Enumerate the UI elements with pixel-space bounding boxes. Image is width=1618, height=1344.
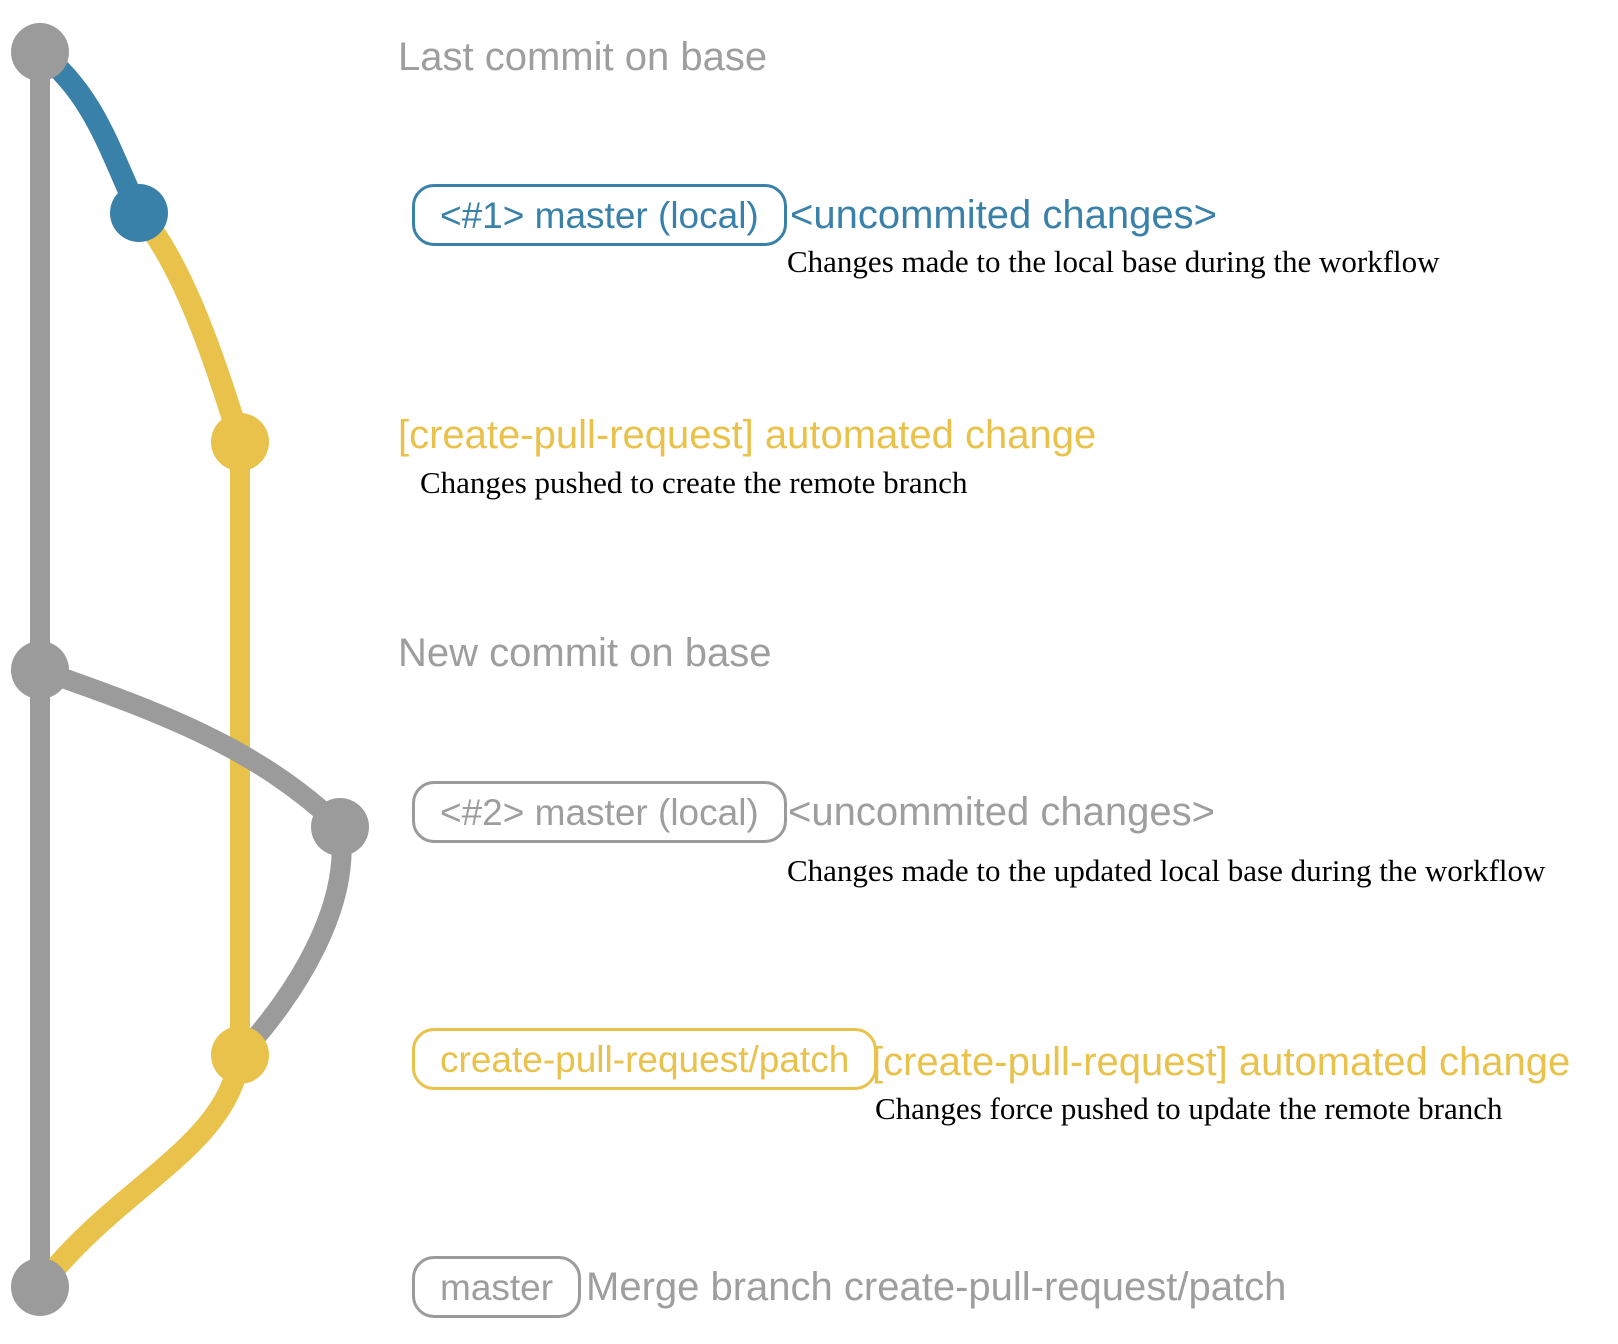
heading-automated-change-1: [create-pull-request] automated change — [398, 413, 1097, 457]
patch-branch-merge-curve — [29, 1044, 251, 1298]
commit-node-uncommited-changes-2 — [311, 798, 369, 856]
desc-automated-change-1: Changes pushed to create the remote bran… — [420, 465, 968, 500]
commit-node-new-commit-on-base — [11, 641, 69, 699]
heading-automated-change-2: [create-pull-request] automated change — [872, 1040, 1571, 1084]
desc-uncommited-changes-2: Changes made to the updated local base d… — [787, 853, 1546, 888]
badge-master-local-2: <#2> master (local) — [412, 781, 787, 843]
badge-master: master — [412, 1256, 582, 1318]
label-last-commit-on-base: Last commit on base — [398, 35, 768, 79]
label-uncommited-changes-2: <uncommited changes> — [788, 790, 1215, 834]
commit-node-uncommited-changes-1 — [110, 184, 168, 242]
commit-node-automated-change-1 — [211, 413, 269, 471]
local-branch-curve-out — [30, 660, 350, 837]
label-uncommited-changes-1: <uncommited changes> — [790, 193, 1217, 237]
desc-automated-change-2: Changes force pushed to update the remot… — [875, 1091, 1503, 1126]
local-branch-curve-back — [230, 817, 352, 1065]
desc-uncommited-changes-1: Changes made to the local base during th… — [787, 244, 1440, 279]
label-new-commit-on-base: New commit on base — [398, 631, 772, 675]
commit-node-last-commit-on-base — [11, 23, 69, 81]
commit-node-automated-change-2 — [211, 1026, 269, 1084]
badge-master-local-1: <#1> master (local) — [412, 184, 787, 246]
label-merge-branch: Merge branch create-pull-request/patch — [586, 1265, 1287, 1309]
patch-branch-create-curve — [128, 202, 251, 453]
badge-create-pull-request-patch: create-pull-request/patch — [412, 1028, 878, 1090]
commit-node-merge — [11, 1258, 69, 1316]
